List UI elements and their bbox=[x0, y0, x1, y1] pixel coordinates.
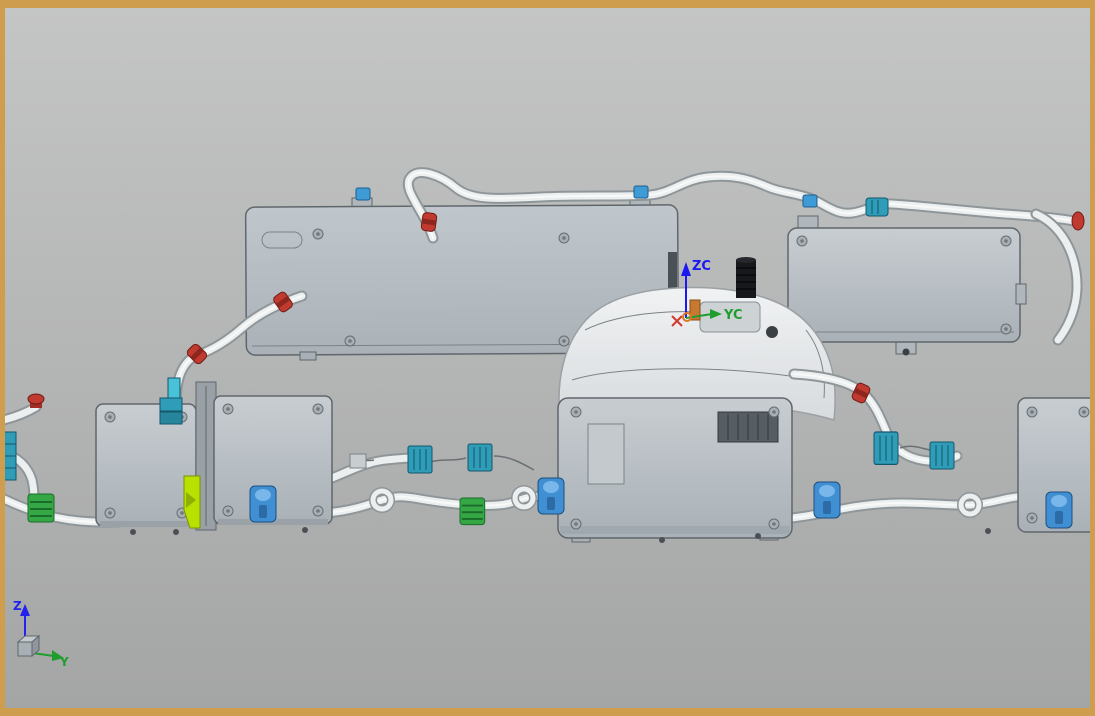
plate-slot bbox=[261, 231, 303, 249]
screw bbox=[768, 406, 780, 418]
wcs-triad[interactable]: ZC YC bbox=[671, 259, 743, 327]
screw bbox=[558, 335, 570, 347]
wcs-y-label: YC bbox=[723, 308, 743, 323]
screw bbox=[796, 235, 808, 247]
center-bracket[interactable] bbox=[195, 381, 217, 531]
dark-connector-block[interactable] bbox=[717, 411, 779, 443]
screw bbox=[1026, 406, 1038, 418]
wire[interactable] bbox=[429, 457, 467, 463]
screw bbox=[344, 335, 356, 347]
teal-edge-block[interactable] bbox=[0, 431, 17, 481]
screw bbox=[768, 518, 780, 530]
right-top-module[interactable] bbox=[787, 215, 1027, 356]
hose-clamp-blue[interactable] bbox=[813, 481, 841, 519]
triad-z-arrowhead bbox=[20, 604, 30, 616]
cyan-connector[interactable] bbox=[167, 377, 181, 399]
orange-bushing bbox=[689, 299, 701, 321]
screw bbox=[1078, 406, 1090, 418]
hose-clamp-blue[interactable] bbox=[537, 477, 565, 515]
green-connector[interactable] bbox=[459, 497, 486, 526]
plate-edge-connector bbox=[668, 252, 677, 322]
wire[interactable] bbox=[899, 445, 931, 451]
triad-origin-cube bbox=[16, 634, 41, 658]
green-connector[interactable] bbox=[27, 493, 55, 523]
screw bbox=[1000, 323, 1012, 335]
module-recess bbox=[587, 423, 625, 485]
wcs-z-arrowhead bbox=[681, 262, 691, 276]
hose-clamp-blue[interactable] bbox=[249, 485, 277, 523]
screw bbox=[1000, 235, 1012, 247]
viewport-background[interactable] bbox=[5, 8, 1090, 708]
wcs-y-arrowhead bbox=[710, 309, 722, 319]
screw bbox=[1026, 512, 1038, 524]
wcs-z-label: ZC bbox=[692, 259, 711, 274]
teal-connector[interactable] bbox=[873, 431, 899, 465]
screw bbox=[222, 403, 234, 415]
triad-y-label: Y bbox=[59, 655, 69, 669]
blue-tube-clip[interactable] bbox=[802, 194, 818, 208]
center-module[interactable] bbox=[557, 397, 793, 543]
triad-y-arrowhead bbox=[52, 650, 64, 661]
shell-knob bbox=[766, 326, 778, 338]
screw bbox=[570, 518, 582, 530]
view-orientation-triad: Z Y bbox=[13, 599, 69, 669]
highlighted-clip-lime[interactable] bbox=[183, 475, 201, 529]
screw bbox=[312, 505, 324, 517]
red-end-cap[interactable] bbox=[1071, 211, 1085, 231]
teal-connector[interactable] bbox=[407, 445, 433, 474]
mounting-bolts bbox=[130, 527, 991, 543]
inline-connector[interactable] bbox=[349, 453, 367, 469]
teal-elbow-fitting[interactable] bbox=[865, 197, 889, 217]
red-clip[interactable] bbox=[420, 211, 438, 233]
teal-connector-stack[interactable] bbox=[159, 397, 183, 425]
blue-tube-clip[interactable] bbox=[633, 185, 649, 199]
screw bbox=[312, 228, 324, 240]
screw bbox=[222, 505, 234, 517]
wcs-origin-ring[interactable] bbox=[682, 312, 692, 322]
wcs-x-marker bbox=[671, 315, 683, 327]
screw bbox=[104, 507, 116, 519]
teal-connector[interactable] bbox=[929, 441, 955, 470]
corrugated-boot[interactable] bbox=[736, 257, 756, 298]
teal-connector[interactable] bbox=[467, 443, 493, 472]
screw bbox=[312, 403, 324, 415]
blue-tube-clip[interactable] bbox=[355, 187, 371, 201]
screw bbox=[558, 232, 570, 244]
hose-clamp-blue[interactable] bbox=[1045, 491, 1073, 529]
screw bbox=[104, 411, 116, 423]
triad-z-label: Z bbox=[13, 599, 22, 613]
screw bbox=[570, 406, 582, 418]
red-end-cap[interactable] bbox=[27, 393, 45, 408]
wire[interactable] bbox=[493, 455, 535, 471]
